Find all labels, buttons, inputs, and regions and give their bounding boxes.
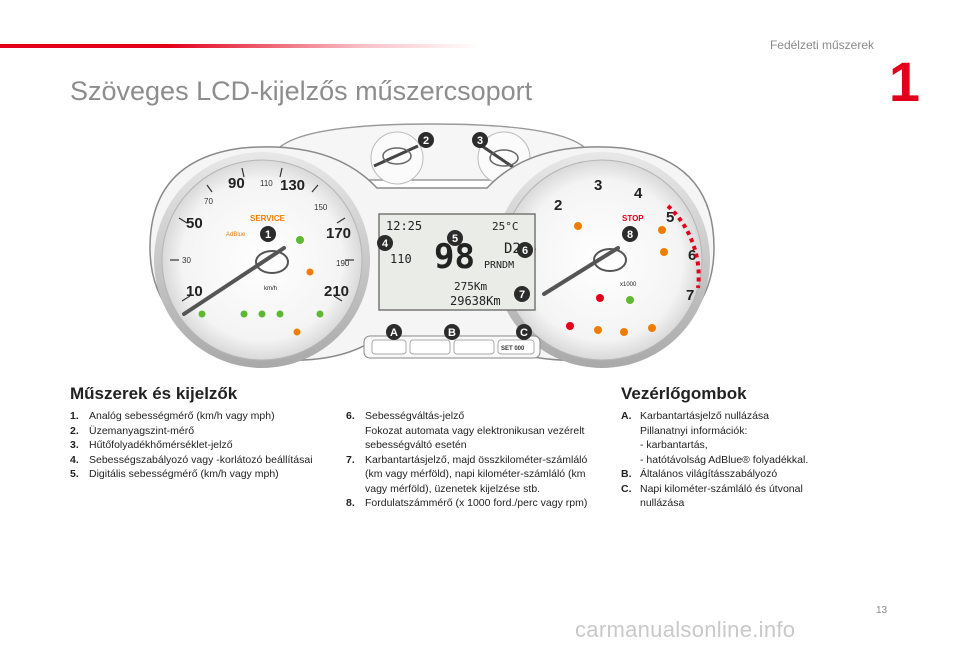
instruments-list: 1.Analóg sebességmérő (km/h vagy mph) 2.… — [70, 409, 320, 482]
list-item: 8.Fordulatszámmérő (x 1000 ford./perc va… — [346, 497, 588, 509]
tacho-needle — [542, 246, 620, 296]
callout-2 — [418, 132, 434, 148]
tacho-unit: x1000 — [620, 282, 637, 288]
speedo-tick-label: 130 — [280, 177, 305, 194]
button-a — [371, 339, 407, 355]
button-b-minus — [409, 339, 451, 355]
list-item: 7.Karbantartásjelző, majd összkilométer-… — [346, 453, 588, 495]
controls-list: A. Karbantartásjelző nullázása Pillanatn… — [621, 409, 841, 511]
tacho-tick-label: 3 — [594, 177, 602, 194]
instruments-heading: Műszerek és kijelzők — [70, 384, 238, 403]
svg-text:1: 1 — [265, 229, 271, 241]
list-item: 5.Digitális sebességmérő (km/h vagy mph) — [70, 468, 279, 480]
button-b-plus — [453, 339, 495, 355]
lcd-speed-limit: 110 — [390, 252, 412, 266]
svg-text:8: 8 — [627, 229, 633, 241]
header-accent-bar — [0, 44, 480, 48]
callout-5 — [447, 230, 463, 246]
lcd-temp: 25°C — [492, 220, 519, 233]
service-label: SERVICE — [250, 214, 286, 223]
callout-c — [516, 324, 532, 340]
list-item: B.Általános világításszabályozó — [621, 468, 778, 480]
callout-6 — [517, 242, 533, 258]
lcd-gear-mode: PRNDM — [484, 260, 514, 271]
controls-heading: Vezérlőgombok — [621, 384, 747, 403]
tacho-tick-label: 6 — [688, 247, 696, 264]
svg-text:B: B — [448, 327, 456, 339]
page-number: 13 — [876, 605, 888, 616]
callout-1 — [260, 226, 276, 242]
speedo-tick-label: 90 — [228, 175, 245, 192]
speedo-needle — [182, 246, 286, 316]
speedo-unit: km/h — [264, 286, 277, 292]
page-title: Szöveges LCD-kijelzős műszercsoport — [70, 76, 533, 106]
svg-text:7: 7 — [519, 289, 525, 301]
tacho-tick-label: 5 — [666, 209, 674, 226]
svg-text:30: 30 — [182, 256, 191, 265]
svg-text:150: 150 — [314, 203, 328, 212]
svg-text:110: 110 — [260, 179, 273, 188]
callout-7 — [514, 286, 530, 302]
speedo-tick-label: 210 — [324, 283, 349, 300]
lcd-trip: 275Km — [454, 280, 487, 293]
callout-4 — [377, 235, 393, 251]
lcd-odometer: 29638Km — [450, 294, 501, 308]
list-item: 2.Üzemanyagszint-mérő — [70, 424, 195, 437]
chapter-number: 1 — [888, 50, 920, 113]
tacho-tick-label: 4 — [634, 185, 643, 202]
svg-text:C: C — [520, 327, 528, 339]
callout-b — [444, 324, 460, 340]
callout-a — [386, 324, 402, 340]
list-item: 4.Sebességszabályozó vagy -korlátozó beá… — [70, 453, 313, 466]
lcd-display: 12:25 25°C 98 110 D2 PRNDM 275Km 29638Km — [378, 213, 536, 311]
tachometer: 0 1 2 3 4 5 6 7 STOP x1000 — [494, 152, 710, 368]
svg-text:70: 70 — [204, 197, 213, 206]
stop-label: STOP — [622, 214, 644, 223]
svg-text:3: 3 — [477, 135, 483, 147]
adblue-label: AdBlue — [226, 232, 246, 238]
tacho-tick-label: 2 — [554, 197, 562, 214]
svg-text:2: 2 — [423, 135, 429, 147]
speedometer: 10 50 90 130 170 210 30 70 110 150 190 SERV… — [154, 152, 370, 368]
control-buttons-panel: SET 000 — [363, 335, 541, 359]
button-c-label: SET 000 — [501, 346, 525, 352]
section-label: Fedélzeti műszerek — [769, 38, 874, 52]
svg-text:5: 5 — [452, 233, 458, 245]
watermark: carmanualsonline.info — [575, 617, 796, 642]
speedo-tick-label: 50 — [186, 215, 203, 232]
list-item: C.Napi kilométer-számláló és útvonal nul… — [621, 482, 803, 510]
lcd-gear: D2 — [504, 241, 521, 257]
speedo-tick-label: 10 — [186, 283, 203, 300]
list-item: 1.Analóg sebességmérő (km/h vagy mph) — [70, 410, 275, 422]
svg-text:6: 6 — [522, 245, 528, 257]
fuel-gauge — [370, 131, 424, 196]
svg-text:190: 190 — [336, 259, 350, 268]
svg-text:A: A — [390, 327, 398, 339]
speedo-tick-label: 170 — [326, 225, 351, 242]
list-item: A. Karbantartásjelző nullázása Pillanatn… — [621, 410, 809, 466]
tacho-tick-label: 7 — [686, 287, 694, 304]
svg-text:4: 4 — [382, 238, 389, 250]
button-c — [497, 339, 535, 355]
list-item: 3.Hűtőfolyadékhőmérséklet-jelző — [70, 439, 233, 451]
fuel-needle — [373, 144, 419, 168]
callout-3 — [472, 132, 488, 148]
callout-8 — [622, 226, 638, 242]
lcd-time: 12:25 — [386, 219, 422, 233]
